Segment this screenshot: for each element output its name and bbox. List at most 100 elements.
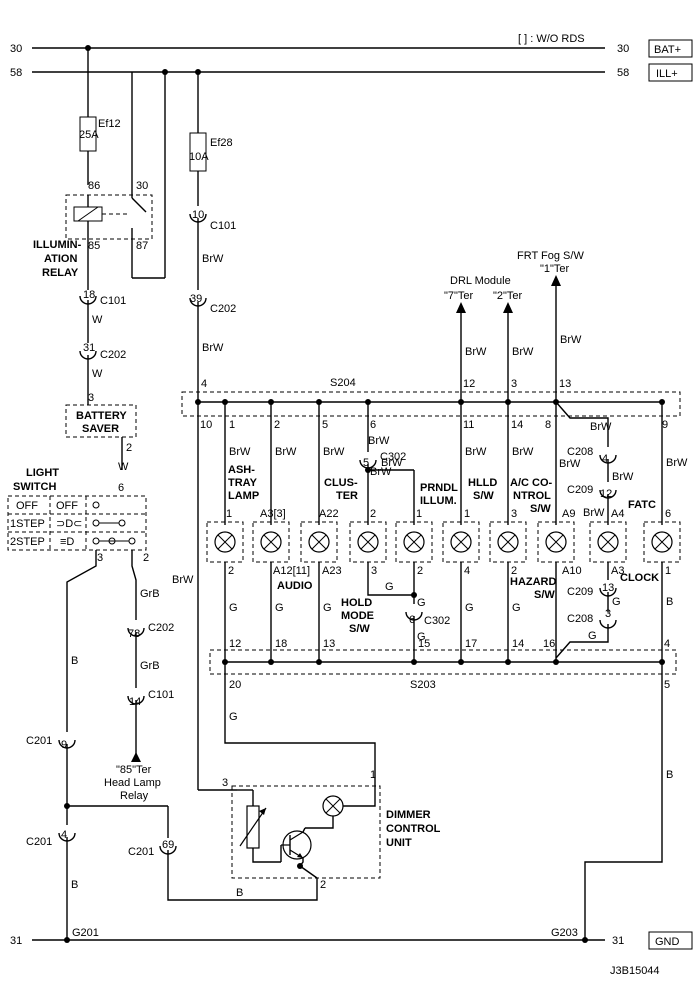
wire-brw-1: BrW [202, 253, 224, 265]
wire-g-dimmer: G [229, 711, 238, 723]
battery-saver-pin-2: 2 [126, 442, 132, 454]
wire-brw-6: BrW [368, 435, 390, 447]
wire-b-gnd: B [666, 769, 673, 781]
relay-pin-86: 86 [88, 180, 100, 192]
wire-grb-2: GrB [140, 660, 160, 672]
ac-pin-2: 2 [511, 565, 517, 577]
s204-pin-9: 9 [662, 419, 668, 431]
wire-g-8: G [417, 631, 426, 643]
switch-headlamp-wire: GrB 78 C202 GrB 14 C101 "85"Ter Head Lam… [104, 550, 174, 802]
c202-label-c: C202 [210, 303, 236, 315]
relay-pin-87: 87 [136, 240, 148, 252]
external-outputs: DRL Module "7"Ter "2"Ter FRT Fog S/W "1"… [444, 250, 584, 402]
c209-pin-13: 13 [602, 582, 614, 594]
s204-pin-6: 6 [370, 419, 376, 431]
prndl-label-2: ILLUM. [420, 495, 457, 507]
ef12-fuse: Ef12 25A [79, 45, 121, 185]
rheostat-icon [239, 805, 267, 849]
wire-b-3: B [236, 887, 243, 899]
prndl-pin-2: 2 [417, 565, 423, 577]
battery-saver-pin-3: 3 [88, 392, 94, 404]
relay-pin-85: 85 [88, 240, 100, 252]
s203-pin-13: 13 [323, 638, 335, 650]
s204-pin-11: 11 [463, 419, 474, 431]
rds-note: [ ] : W/O RDS [518, 33, 585, 45]
s203-pin-18: 18 [275, 638, 287, 650]
illumination-relay: 86 85 30 87 ILLUMIN- ATION RELAY [33, 69, 168, 290]
wire-g-5: G [512, 602, 521, 614]
wire-brw-hlld: BrW [465, 446, 487, 458]
dimmer-label-1: DIMMER [386, 809, 431, 821]
s204-label: S204 [330, 377, 356, 389]
wire-brw-4: BrW [512, 346, 534, 358]
relay-label-2: ATION [44, 253, 77, 265]
c208-pin-4: 4 [602, 453, 608, 465]
s203-pin-12: 12 [229, 638, 241, 650]
battery-saver-label-2: SAVER [82, 423, 119, 435]
c302-label-a: C302 [380, 451, 406, 463]
relay-pin-30: 30 [136, 180, 148, 192]
hazard-pin-a9: A9 [562, 508, 575, 520]
s204-pin-8: 8 [545, 419, 551, 431]
ill-rail-number-left: 58 [10, 67, 22, 79]
ashtray-label-3: LAMP [228, 490, 259, 502]
lamp-icon [260, 531, 282, 553]
c202-label-b: C202 [148, 622, 174, 634]
gnd-rail: 31 31 GND G201 G203 [10, 927, 693, 950]
hazard-label-1: HAZARD [510, 576, 556, 588]
s203-pin-14: 14 [512, 638, 524, 650]
prndl-pin-1: 1 [416, 508, 422, 520]
hlld-label-1: HLLD [468, 477, 497, 489]
c101-pin-18: 18 [83, 289, 95, 301]
lamp-return-wires: G G G G G B G G 6 C302 G 13 C209 G 3 C20… [224, 562, 673, 662]
fatc-pin-1: 1 [665, 565, 671, 577]
s204-splice: S204 4 10 1 2 5 6 12 11 3 14 13 8 9 [181, 377, 681, 431]
parking-lamp-icon: ⊃D⊂ [56, 518, 82, 530]
s204-pin-1: 1 [229, 419, 235, 431]
hazard-pin-a10: A10 [562, 565, 582, 577]
light-switch-pin-6: 6 [118, 482, 124, 494]
ef12-name: Ef12 [98, 118, 121, 130]
gnd-rail-number-left: 31 [10, 935, 22, 947]
audio-pin-a3: A3[3] [260, 508, 286, 520]
wire-brw-12: BrW [583, 507, 605, 519]
clock-pin-a4: A4 [611, 508, 624, 520]
lamp-icon [308, 531, 330, 553]
wire-w-1: W [92, 314, 103, 326]
switch-pos-off-b: OFF [56, 500, 78, 512]
gnd-tag: GND [655, 936, 680, 948]
wire-brw-dimmer: BrW [172, 574, 194, 586]
c101-pin-10: 10 [192, 209, 204, 221]
c201-pin-9: 9 [61, 739, 67, 751]
ef12-rating: 25A [79, 129, 99, 141]
g201-label: G201 [72, 927, 99, 939]
drl-term-2: "2"Ter [493, 290, 523, 302]
hlld-label-2: S/W [473, 490, 494, 502]
wire-w-2: W [92, 368, 103, 380]
wire-brw-5: BrW [560, 334, 582, 346]
ac-pin-3: 3 [511, 508, 517, 520]
wire-g-10: G [588, 630, 597, 642]
s204-pin-3: 3 [511, 378, 517, 390]
wire-brw-cluster: BrW [323, 446, 345, 458]
lamp-icon [497, 531, 519, 553]
headlamp-relay-label-2: Head Lamp [104, 777, 161, 789]
wire-g-1: G [229, 602, 238, 614]
wire-g-2: G [275, 602, 284, 614]
light-switch-pin-2: 2 [143, 552, 149, 564]
c302-pin-6: 6 [409, 614, 415, 626]
lamp-feed-wires: BrW BrW BrW BrW BrW BrW BrW 5 C302 BrW B… [172, 401, 688, 791]
switch-ground-wire: B 9 C201 4 C201 B 69 C201 B [26, 550, 318, 940]
hold-label-3: S/W [349, 623, 370, 635]
s204-pin-12: 12 [463, 378, 475, 390]
c201-pin-69: 69 [162, 839, 174, 851]
c209-label-c: C209 [567, 586, 593, 598]
lamp-icon [450, 531, 472, 553]
c302-pin-5: 5 [363, 457, 369, 469]
wire-b-2: B [71, 879, 78, 891]
fatc-pin-6: 6 [665, 508, 671, 520]
c208-label-b: C208 [567, 613, 593, 625]
cluster-pin-2: 2 [370, 508, 376, 520]
wire-b-fatc: B [666, 596, 673, 608]
c101-label-b: C101 [148, 689, 174, 701]
